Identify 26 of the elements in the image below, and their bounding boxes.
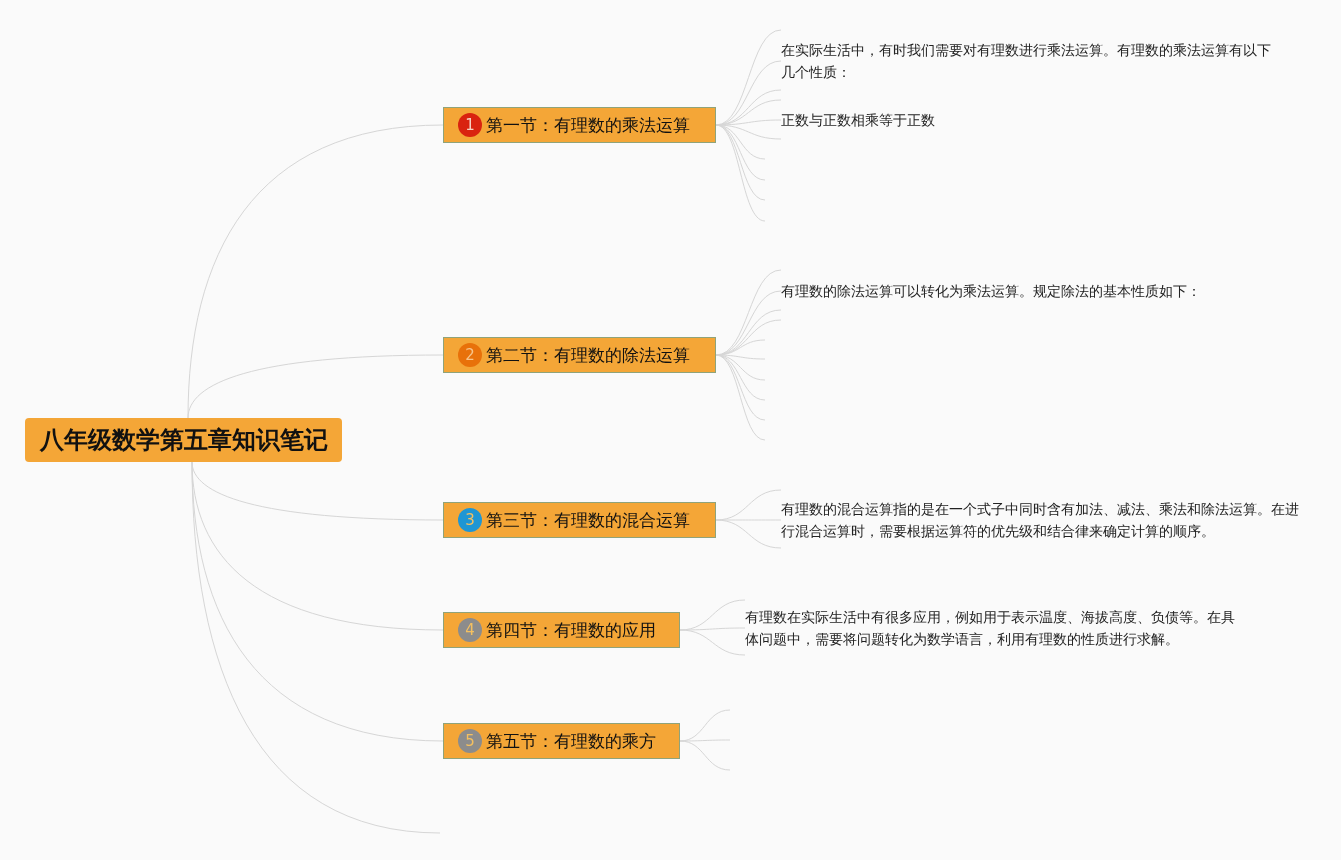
topic-title: 第五节：有理数的乘方: [486, 729, 656, 753]
topic-box: [443, 337, 716, 373]
topic-box: [443, 612, 680, 648]
number-badge: 1: [458, 113, 482, 137]
branch-line: [187, 354, 444, 419]
branch-line: [679, 740, 731, 771]
branch-line: [715, 519, 782, 549]
topic-title: 第四节：有理数的应用: [486, 618, 656, 642]
number-badge: 5: [458, 729, 482, 753]
note-text: 正数与正数相乘等于正数: [781, 109, 981, 131]
number-badge: 4: [458, 618, 482, 642]
topic-title: 第一节：有理数的乘法运算: [486, 113, 690, 137]
topic-box: [443, 107, 716, 143]
topic-box: [443, 502, 716, 538]
note-text: 在实际生活中，有时我们需要对有理数进行乘法运算。有理数的乘法运算有以下几个性质：: [781, 39, 1276, 83]
root-topic-box: 八年级数学第五章知识笔记: [25, 418, 342, 462]
note-text: 有理数在实际生活中有很多应用，例如用于表示温度、海拔高度、负债等。在具体问题中，需要将问题转化为数学语言，利用有理数的性质进行求解。: [745, 606, 1245, 650]
branch-line: [679, 629, 746, 656]
note-text: 有理数的混合运算指的是在一个式子中同时含有加法、减法、乘法和除法运算。在进行混合运算时，需要根据运算符的优先级和结合律来确定计算的顺序。: [781, 498, 1301, 542]
topic-box: [443, 723, 680, 759]
note-text: 有理数的除法运算可以转化为乘法运算。规定除法的基本性质如下：: [781, 280, 1251, 302]
branch-line: [187, 124, 444, 419]
number-badge: 3: [458, 508, 482, 532]
number-badge: 2: [458, 343, 482, 367]
topic-title: 第二节：有理数的除法运算: [486, 343, 690, 367]
topic-title: 第三节：有理数的混合运算: [486, 508, 690, 532]
